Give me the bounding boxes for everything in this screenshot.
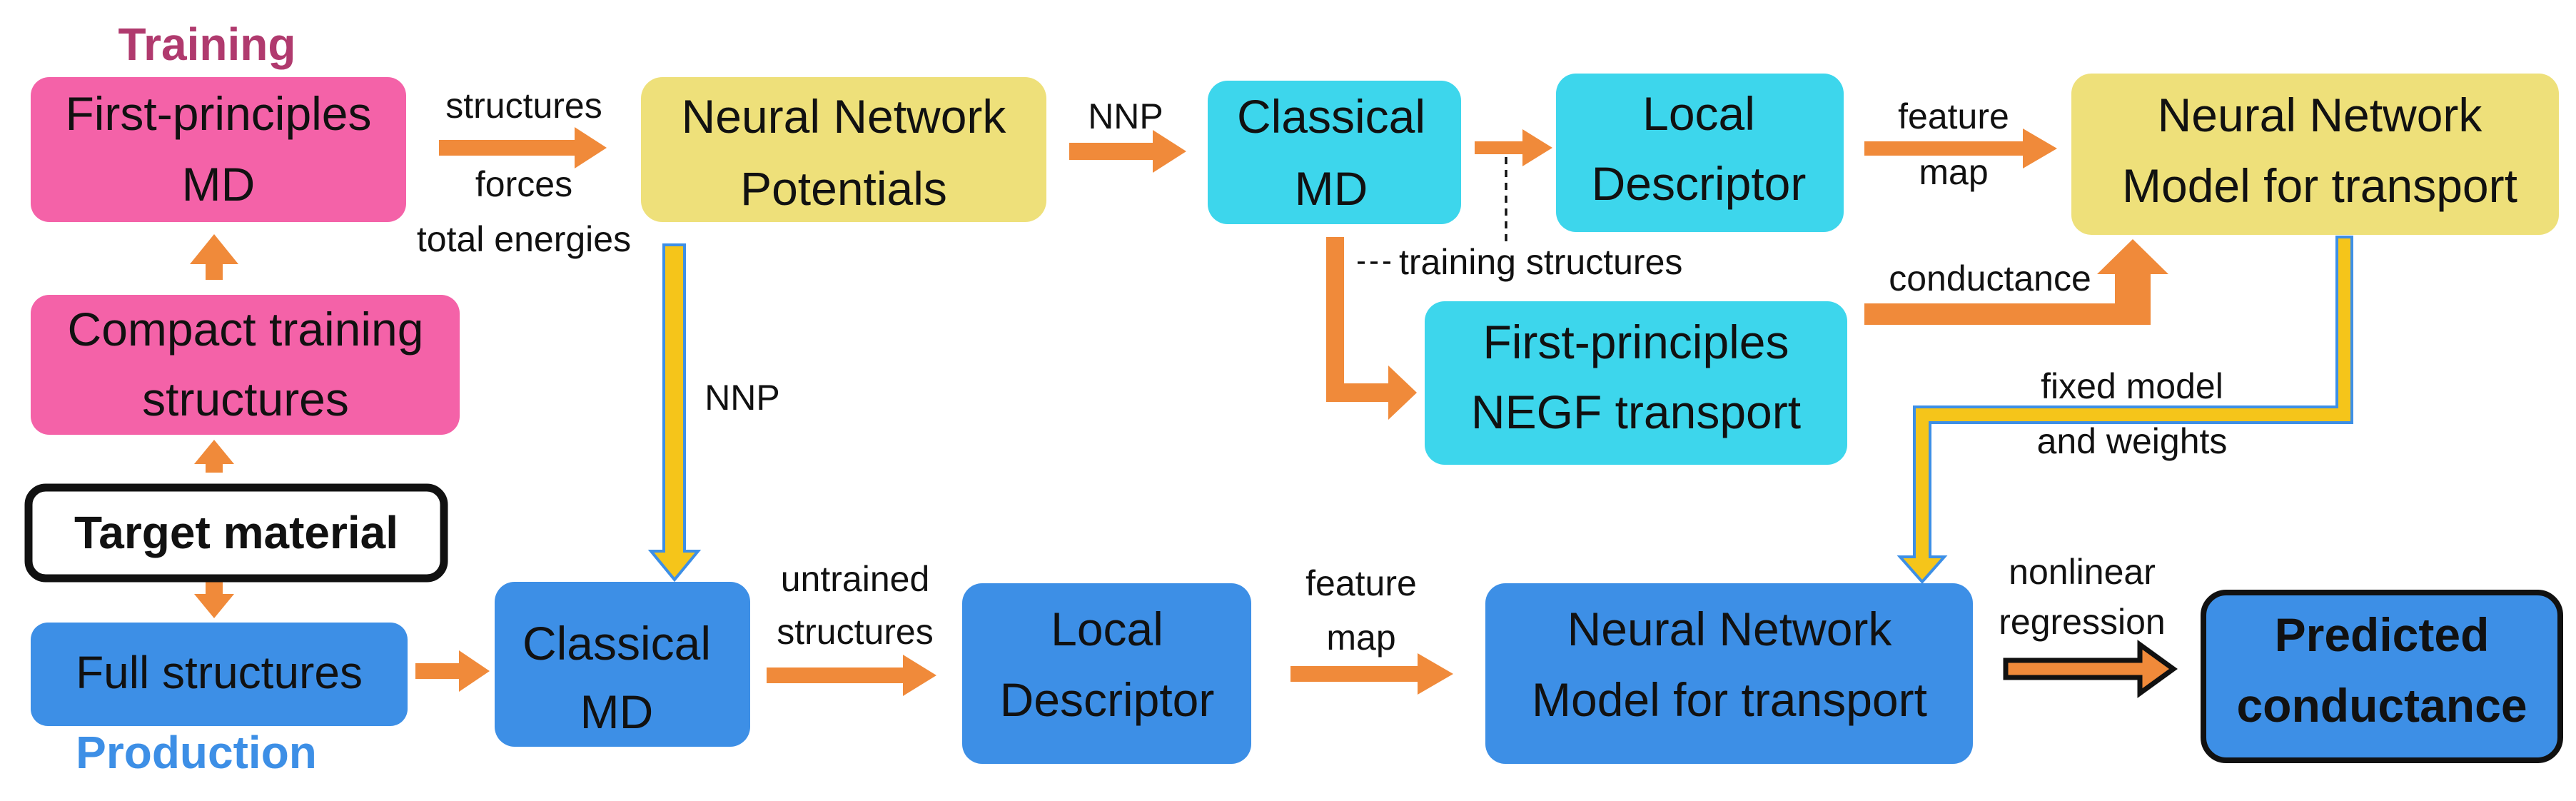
box-negf [1425,301,1847,465]
edge-total-energies: total energies [417,219,631,259]
nnp-line-2: Potentials [740,162,947,215]
arrow-target-to-compact [194,440,234,473]
box-first-principles-md [31,77,406,222]
compact-line-2: structures [142,373,349,425]
fpmd-line-2: MD [182,158,256,211]
compact-line-1: Compact training [68,303,424,356]
edge-structures: structures [445,86,602,126]
box-nn-transport-bottom [1485,583,1973,764]
negf-line-2: NEGF transport [1471,386,1801,438]
box-nn-transport-top [2071,74,2559,235]
arrow-descriptor-to-nntop [1864,129,2057,168]
edge-nnp-right: NNP [1088,96,1163,136]
predicted-line-2: conductance [2236,679,2527,732]
negf-line-1: First-principles [1483,316,1789,368]
nnp-line-1: Neural Network [682,90,1007,143]
md-top-line-2: MD [1295,162,1368,215]
edge-nnp-down: NNP [704,378,780,418]
md-top-line-1: Classical [1237,90,1425,143]
edge-nonlinear-1: nonlinear [2009,552,2156,592]
box-full-structures [31,623,408,726]
edge-feature-bottom-1: feature [1305,563,1417,603]
edge-nonlinear-2: regression [1999,602,2165,642]
edge-fixed-model-1: fixed model [2041,366,2223,406]
edge-feature-top-2: map [1919,152,1988,192]
md-bottom-line-2: MD [580,685,654,738]
arrow-fpmd-to-nnp [439,127,607,168]
box-classical-md-bottom [495,582,750,747]
arrow-nnp-down [647,243,702,583]
nn-top-line-1: Neural Network [2158,89,2483,141]
predicted-line-1: Predicted [2275,608,2490,661]
box-local-descriptor-bottom [962,583,1251,764]
boxes [24,74,2563,764]
edge-feature-bottom-2: map [1326,618,1395,658]
descriptor-top-line-2: Descriptor [1592,157,1807,210]
edge-labels: structures forces total energies NNP NNP… [417,86,2228,658]
descriptor-bottom-line-1: Local [1051,603,1163,655]
edge-conductance: conductance [1889,258,2091,298]
nn-bottom-line-2: Model for transport [1532,673,1927,726]
box-target-material [24,483,448,583]
box-nnp [641,77,1046,222]
arrow-compact-to-fpmd [190,234,238,280]
arrow-target-to-full [194,581,234,618]
arrow-nonlinear-regression [2003,640,2178,698]
full-structures-label: Full structures [76,647,363,698]
arrow-full-to-mdbottom [415,650,490,692]
arrows [190,127,2168,696]
edge-forces: forces [475,164,572,204]
box-classical-md-top [1208,81,1461,224]
arrow-negf-to-nntop [1864,239,2168,325]
label-training: Training [118,19,296,70]
fpmd-line-1: First-principles [65,87,371,140]
edge-untrained-1: untrained [781,559,930,599]
box-labels: First-principles MD Compact training str… [65,87,2527,738]
edge-untrained-2: structures [777,612,934,652]
box-predicted-conductance [2201,590,2563,763]
arrow-mdbottom-to-descriptor [767,655,936,696]
edge-training-structures: training structures [1399,242,1682,282]
edge-feature-top-1: feature [1898,96,2009,136]
arrow-nnp-to-md [1069,130,1186,173]
target-material-label: Target material [74,507,398,558]
box-compact-training [31,295,460,435]
nn-top-line-2: Model for transport [2122,159,2517,212]
training-structures-connector [1358,157,1507,264]
descriptor-bottom-line-2: Descriptor [1000,673,1215,726]
arrow-md-to-negf [1326,237,1417,420]
label-production: Production [76,727,317,778]
arrow-md-to-descriptor [1475,129,1552,166]
box-local-descriptor-top [1556,74,1844,232]
md-bottom-line-1: Classical [522,617,711,670]
nn-bottom-line-1: Neural Network [1567,603,1893,655]
descriptor-top-line-1: Local [1642,87,1755,140]
arrow-descriptor-to-nnbottom [1290,653,1453,695]
arrow-fixed-model [1896,236,2353,585]
edge-fixed-model-2: and weights [2037,421,2228,461]
